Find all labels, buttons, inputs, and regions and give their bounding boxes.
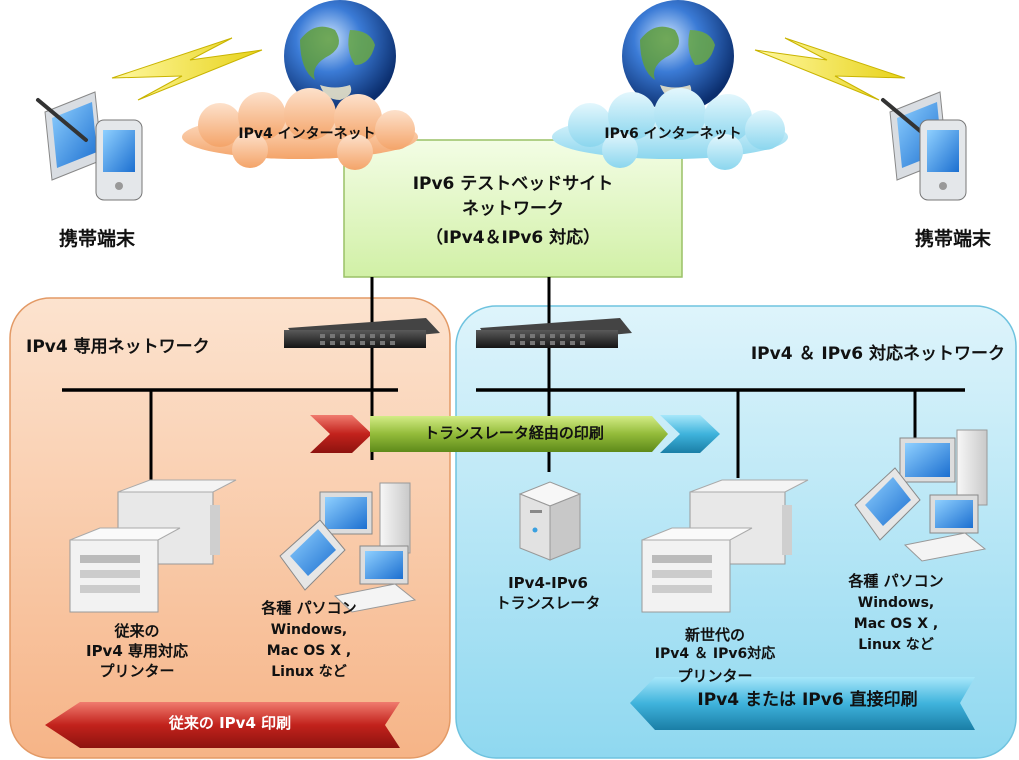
right-switch xyxy=(476,318,632,348)
legacy-printer-icon xyxy=(69,479,237,613)
testbed-support: （IPv4＆IPv6 対応） xyxy=(425,228,601,248)
right-pcs-label-4: Linux など xyxy=(858,637,934,653)
ipv4-network-label: IPv4 専用ネットワーク xyxy=(26,337,210,357)
translator-label-2: トランスレータ xyxy=(495,594,601,612)
ipv4-cloud-label: IPv4 インターネット xyxy=(238,126,376,142)
translator-arrow-label: トランスレータ経由の印刷 xyxy=(424,424,604,442)
direct-print-banner xyxy=(630,677,975,730)
right-wireless-bolt-icon xyxy=(754,37,906,101)
translator-label-1: IPv4-IPv6 xyxy=(508,574,588,592)
direct-print-banner-label: IPv4 または IPv6 直接印刷 xyxy=(697,690,918,710)
legacy-printer-label-2: IPv4 専用対応 xyxy=(85,642,188,660)
right-mobile-label: 携帯端末 xyxy=(914,228,991,250)
left-pcs-label-1: 各種 パソコン xyxy=(261,599,357,617)
left-pcs-label-4: Linux など xyxy=(271,664,347,680)
dual-network-label: IPv4 ＆ IPv6 対応ネットワーク xyxy=(750,344,1005,364)
left-globe-icon xyxy=(284,0,396,112)
right-pcs-icon xyxy=(854,429,988,562)
left-pcs-icon xyxy=(279,482,417,613)
ipv6-cloud xyxy=(552,88,788,170)
legacy-printer-label-1: 従来の xyxy=(114,622,160,640)
left-mobile-icon xyxy=(36,91,143,201)
left-switch xyxy=(284,318,440,348)
red-chevron xyxy=(310,415,372,453)
new-printer-label-3: プリンター xyxy=(677,667,753,685)
legacy-print-banner xyxy=(45,702,400,748)
ipv4-cloud xyxy=(182,88,418,170)
legacy-print-banner-label: 従来の IPv4 印刷 xyxy=(168,714,292,732)
left-mobile-label: 携帯端末 xyxy=(58,228,135,250)
translator-server-icon xyxy=(518,481,582,561)
testbed-title: IPv6 テストベッドサイト xyxy=(412,174,614,194)
new-printer-label-1: 新世代の xyxy=(684,626,745,644)
right-pcs-label-2: Windows, xyxy=(857,595,935,611)
legacy-printer-label-3: プリンター xyxy=(99,662,175,680)
left-pcs-label-2: Windows, xyxy=(270,622,348,638)
right-mobile-icon xyxy=(881,91,967,201)
ipv6-cloud-label: IPv6 インターネット xyxy=(604,126,742,142)
translator-arrow xyxy=(370,416,668,452)
new-printer-label-2: IPv4 ＆ IPv6対応 xyxy=(654,646,776,662)
blue-chevron xyxy=(660,415,720,453)
left-wireless-bolt-icon xyxy=(111,37,263,101)
ipv4-only-panel xyxy=(9,297,451,759)
right-pcs-label-3: Mac OS X , xyxy=(853,616,939,632)
new-printer-icon xyxy=(641,479,809,613)
right-pcs-label-1: 各種 パソコン xyxy=(848,572,944,590)
left-pcs-label-3: Mac OS X , xyxy=(266,643,352,659)
testbed-subtitle: ネットワーク xyxy=(462,199,564,219)
